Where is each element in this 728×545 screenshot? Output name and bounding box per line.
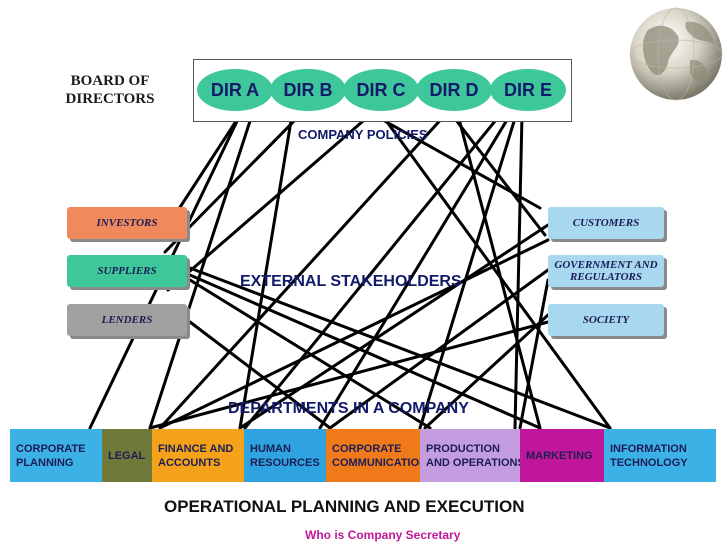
dept-line2: AND OPERATIONS [426,456,520,469]
footer-subtitle: Who is Company Secretary [305,528,461,542]
stakeholder-lenders: LENDERS [67,304,187,336]
stakeholder-customers: CUSTOMERS [548,207,664,239]
dept-line1: MARKETING [526,449,593,462]
dept-line2: RESOURCES [250,456,320,469]
dept-line1: LEGAL [108,449,146,462]
director-b: DIR B [270,69,346,111]
dept-line1: FINANCE AND [158,442,234,455]
director-d: DIR D [416,69,492,111]
director-e: DIR E [490,69,566,111]
dept-marketing: MARKETING [520,429,604,482]
globe-icon [629,7,723,101]
external-stakeholders-label: EXTERNAL STAKEHOLDERS [240,273,462,290]
stakeholder-suppliers: SUPPLIERS [67,255,187,287]
dept-line1: CORPORATE [16,442,86,455]
departments-heading: DEPARTMENTS IN A COMPANY [228,400,469,417]
dept-legal: LEGAL [102,429,152,482]
stakeholder-government-and-regulators: GOVERNMENT AND REGULATORS [548,255,664,287]
dept-line2: ACCOUNTS [158,456,221,469]
dept-line2: PLANNING [16,456,74,469]
dept-line1: PRODUCTION [426,442,500,455]
board-of-directors-label: BOARD OF DIRECTORS [65,73,155,107]
dept-line1: HUMAN [250,442,291,455]
dept-line2: COMMUNICATIONS [332,456,420,469]
stakeholder-investors: INVESTORS [67,207,187,239]
director-c: DIR C [343,69,419,111]
director-a: DIR A [197,69,273,111]
dept-line1: INFORMATION [610,442,687,455]
stakeholder-society: SOCIETY [548,304,664,336]
dept-line2: TECHNOLOGY [610,456,688,469]
dept-corporate-communications: CORPORATECOMMUNICATIONS [326,429,420,482]
company-policies-label: COMPANY POLICIES [298,127,428,142]
footer-title: OPERATIONAL PLANNING AND EXECUTION [164,497,525,516]
dept-line1: CORPORATE [332,442,402,455]
